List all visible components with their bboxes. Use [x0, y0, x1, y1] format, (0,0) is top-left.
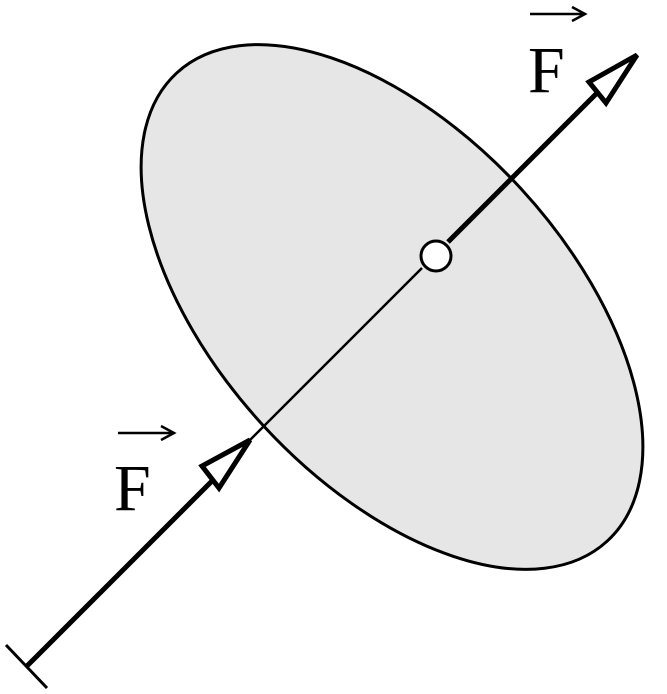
force-top-label: F	[528, 5, 588, 107]
rigid-body-ellipse	[139, 43, 645, 571]
line-of-action-inside	[249, 267, 423, 441]
force-bottom-arrowhead	[198, 437, 253, 493]
force-bottom-shaft	[25, 469, 224, 668]
force-top-shaft	[446, 83, 607, 244]
force-bottom-label-text: F	[114, 452, 151, 525]
force-bottom-label: F	[114, 424, 177, 525]
vector-arrow-icon	[118, 424, 177, 442]
force-top-arrowhead	[585, 52, 640, 108]
fixed-end-tick	[4, 643, 49, 690]
force-top-label-text: F	[528, 34, 565, 107]
vector-arrow-icon	[530, 5, 588, 23]
pivot-point	[419, 239, 453, 273]
